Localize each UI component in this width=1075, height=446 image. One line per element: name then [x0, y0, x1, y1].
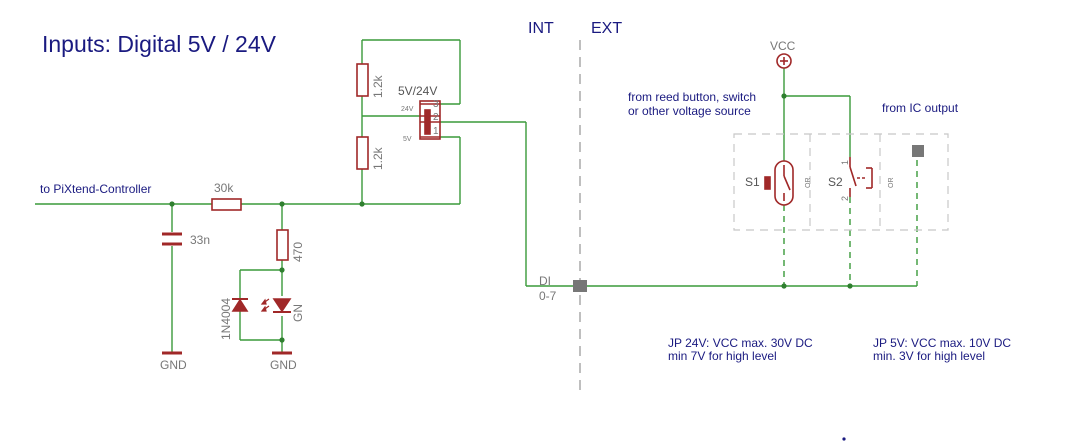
reed-switch-s1: [764, 160, 794, 206]
gnd-mid-label: GND: [270, 358, 297, 372]
di-range-label: 0-7: [539, 289, 557, 303]
optional-source-lines: [783, 160, 918, 286]
resistor-30k: [211, 198, 242, 211]
jumper-5v-24v: [419, 100, 441, 140]
or-label-2: OR: [888, 178, 895, 189]
led-light-arrows: [260, 298, 270, 312]
resistor-1k2-top-label: 1.2k: [371, 74, 385, 98]
diode-label: 1N4004: [219, 298, 233, 340]
int-label: INT: [528, 20, 554, 37]
diode-1n4004: [231, 298, 249, 312]
s1-label: S1: [745, 175, 760, 189]
resistor-470: [276, 229, 289, 261]
resistor-1k2-top: [356, 63, 369, 97]
di-label: DI: [539, 274, 551, 288]
option-box: [733, 133, 949, 231]
resistor-470-label: 470: [291, 242, 305, 262]
jp5-note-line2: min. 3V for high level: [873, 349, 985, 363]
di-terminal: [573, 280, 587, 292]
ic-output-terminal: [912, 145, 924, 157]
junctions: [169, 93, 853, 343]
push-switch-s2: [849, 157, 873, 197]
resistor-1k2-bottom-label: 1.2k: [371, 146, 385, 170]
vcc-symbol: [776, 53, 792, 69]
wires: [35, 39, 917, 352]
gnd-left-label: GND: [160, 358, 187, 372]
jumper-5v-label: 5V: [403, 136, 412, 143]
source-note-line1: from reed button, switch: [628, 90, 756, 104]
s2-pin1-label: 1: [840, 160, 850, 165]
source-note-line2: or other voltage source: [628, 104, 751, 118]
jumper-pin2: 2: [433, 112, 439, 123]
jp5-note-line1: JP 5V: VCC max. 10V DC: [873, 336, 1011, 350]
resistor-1k2-bottom: [356, 136, 369, 170]
capacitor-33n: [162, 232, 182, 246]
led-label: GN: [291, 304, 305, 322]
to-controller-label: to PiXtend-Controller: [40, 182, 151, 196]
s2-pin2-label: 2: [840, 196, 850, 201]
ic-output-note: from IC output: [882, 101, 959, 115]
capacitor-33n-label: 33n: [190, 233, 210, 247]
jumper-title: 5V/24V: [398, 84, 437, 98]
led-green: [272, 298, 292, 313]
stray-dot: [842, 437, 846, 441]
s2-label: S2: [828, 175, 843, 189]
jumper-pin1: 1: [433, 126, 439, 137]
resistor-30k-label: 30k: [214, 181, 234, 195]
jp24-note-line1: JP 24V: VCC max. 30V DC: [668, 336, 813, 350]
ext-label: EXT: [591, 20, 622, 37]
jumper-24v-label: 24V: [401, 106, 414, 113]
jp24-note-line2: min 7V for high level: [668, 349, 777, 363]
diagram-title: Inputs: Digital 5V / 24V: [42, 31, 277, 57]
jumper-pin3: 3: [433, 99, 439, 110]
vcc-label: VCC: [770, 39, 796, 53]
or-label-1: OR: [805, 178, 812, 189]
